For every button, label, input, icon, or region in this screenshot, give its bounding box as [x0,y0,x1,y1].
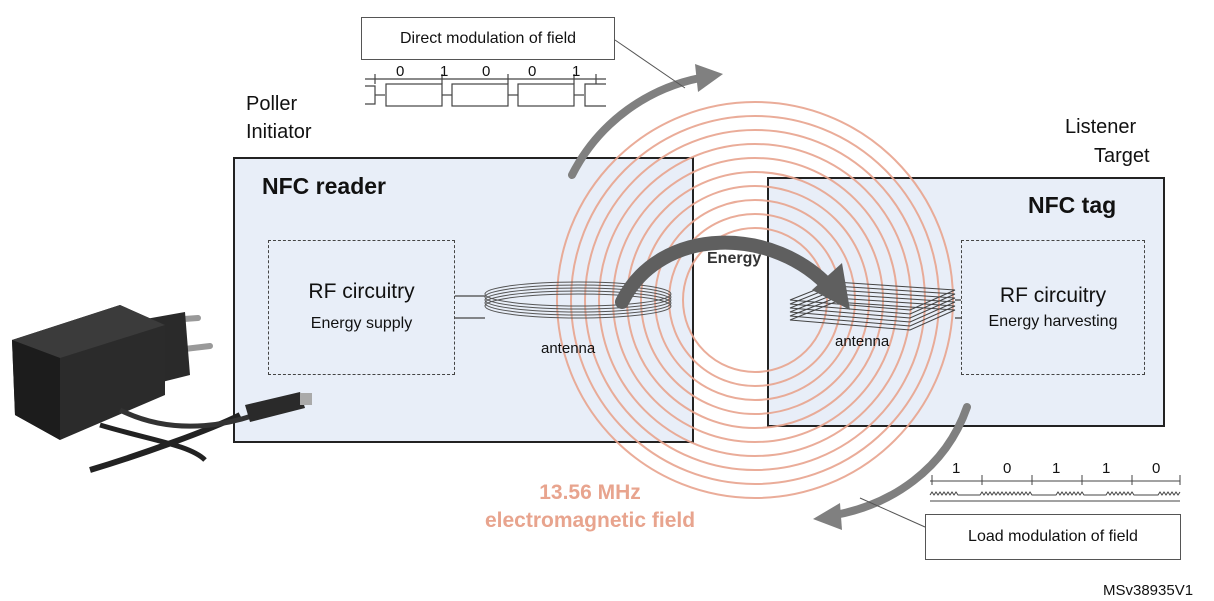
listener-label: Listener [1065,116,1137,138]
target-label: Target [1094,145,1150,167]
field-frequency-label: 13.56 MHz [539,481,641,504]
load-bit-4: 0 [1152,460,1161,477]
initiator-label: Initiator [246,121,312,143]
poller-label: Poller [246,93,298,115]
load-bit-0: 1 [952,460,961,477]
nfc-tag-title: NFC tag [1028,192,1117,218]
load-bit-2: 1 [1052,460,1061,477]
load-modulation-leader [859,497,926,528]
reader-antenna-coil [484,281,672,319]
load-bit-3: 1 [1102,460,1111,477]
direct-modulation-label: Direct modulation of field [399,29,577,47]
tag-antenna-label: antenna [835,333,890,350]
field-type-label: electromagnetic field [484,509,696,532]
direct-bit-2: 0 [482,63,491,80]
direct-bit-3: 0 [528,63,537,80]
charger-illustration [12,305,312,473]
tag-rf-circuitry-box [961,240,1145,375]
load-modulation-arrow [831,403,971,519]
reader-rf-circuitry-title: RF circuitry [308,280,415,303]
nfc-tag-box [767,177,1165,427]
reader-rf-circuitry-subtitle: Energy supply [310,315,413,332]
direct-modulation-leader [614,39,686,89]
direct-bit-0: 0 [396,63,405,80]
direct-modulation-waveform [365,74,606,107]
direct-bit-1: 1 [440,63,449,80]
load-bit-1: 0 [1003,460,1012,477]
direct-modulation-callout: Direct modulation of field [361,17,615,60]
tag-antenna-coil [789,281,956,331]
direct-bit-4: 1 [572,63,581,80]
tag-rf-circuitry-title: RF circuitry [999,284,1107,307]
energy-arrow [615,235,839,309]
tag-rf-circuitry-subtitle: Energy harvesting [988,313,1118,330]
direct-modulation-arrow [568,74,704,179]
reader-antenna-label: antenna [541,340,596,357]
reader-rf-circuitry-box [268,240,455,375]
nfc-reader-title: NFC reader [262,173,386,199]
figure-id: MSv38935V1 [1103,582,1194,599]
load-modulation-callout: Load modulation of field [925,514,1181,560]
load-modulation-waveform [929,475,1181,502]
energy-label: Energy [707,250,762,267]
load-modulation-label: Load modulation of field [968,528,1138,545]
